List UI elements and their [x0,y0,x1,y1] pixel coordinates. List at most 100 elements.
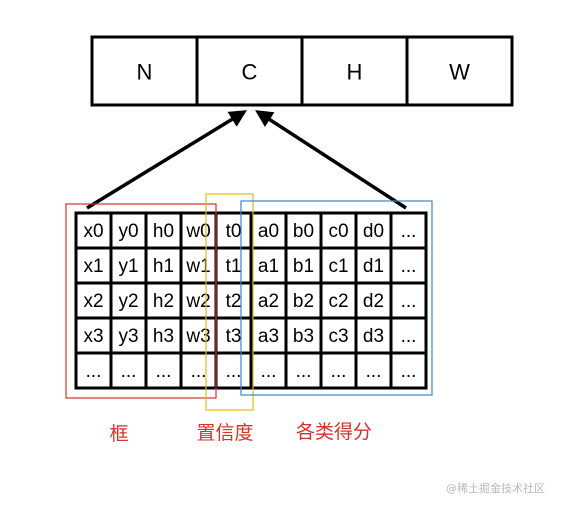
grid-cell-r2-c1: y2 [109,281,148,320]
grid-cell-r0-c8: d0 [354,211,393,250]
grid-cell-label: c1 [328,256,348,277]
grid-cell-label: ... [226,361,242,382]
grid-cell-r4-c1: ... [109,351,148,390]
grid-cell-r4-c6: ... [284,351,323,390]
dim-h-label: H [347,60,363,85]
grid-cell-label: t1 [226,256,242,277]
grid-cell-r2-c8: d2 [354,281,393,320]
grid-cell-label: h3 [153,326,174,347]
grid-cell-r0-c0: x0 [74,211,113,250]
grid-cell-label: ... [191,361,207,382]
grid-cell-r2-c0: x2 [74,281,113,320]
grid-cell-label: a3 [258,326,279,347]
grid-cell-label: b0 [293,221,314,242]
dim-n-label: N [137,60,153,85]
box-group-frame [65,203,217,399]
grid-cell-r4-c7: ... [319,351,358,390]
grid-cell-r1-c8: d1 [354,246,393,285]
grid-cell-r0-c4: t0 [214,211,253,250]
caption-box: 框 [109,423,128,445]
grid-cell-label: d1 [363,256,384,277]
grid-cell-r4-c4: ... [214,351,253,390]
grid-cell-r1-c7: c1 [319,246,358,285]
grid-cell-r3-c8: d3 [354,316,393,355]
grid-cell-r4-c3: ... [179,351,218,390]
grid-cell-r0-c5: a0 [249,211,288,250]
dim-c: C [195,35,304,107]
grid-cell-r4-c2: ... [144,351,183,390]
grid-cell-r4-c9: ... [389,351,428,390]
grid-cell-label: t3 [226,326,242,347]
grid-cell-label: ... [401,221,417,242]
grid-cell-label: x2 [83,291,103,312]
grid-cell-r1-c9: ... [389,246,428,285]
grid-cell-r3-c0: x3 [74,316,113,355]
grid-cell-label: h1 [153,256,174,277]
grid-cell-label: ... [401,256,417,277]
nchw-row: N C H W [90,35,514,107]
grid-cell-label: d3 [363,326,384,347]
grid-cell-r3-c3: w3 [179,316,218,355]
grid-cell-r2-c5: a2 [249,281,288,320]
caption-class-scores: 各类得分 [296,421,372,443]
grid-cell-label: ... [121,361,137,382]
grid-cell-r2-c7: c2 [319,281,358,320]
dim-h: H [300,35,409,107]
grid-cell-label: t2 [226,291,242,312]
grid-cell-label: h2 [153,291,174,312]
grid-cell-label: c0 [328,221,348,242]
grid-cell-r4-c8: ... [354,351,393,390]
grid-cell-label: ... [331,361,347,382]
grid-cell-label: ... [366,361,382,382]
grid-cell-r0-c1: y0 [109,211,148,250]
grid-cell-label: y3 [118,326,138,347]
grid-cell-r4-c0: ... [74,351,113,390]
grid-cell-r3-c7: c3 [319,316,358,355]
dim-n: N [90,35,199,107]
watermark: @稀土掘金技术社区 [446,481,545,495]
grid-cell-label: ... [156,361,172,382]
grid-cell-r3-c4: t3 [214,316,253,355]
grid-cell-r3-c5: a3 [249,316,288,355]
grid-cell-label: a0 [258,221,279,242]
grid-cell-label: ... [86,361,102,382]
grid-cell-label: b3 [293,326,314,347]
grid-cell-label: a1 [258,256,279,277]
grid-cell-r0-c9: ... [389,211,428,250]
grid-cell-r0-c7: c0 [319,211,358,250]
grid-cell-r3-c2: h3 [144,316,183,355]
grid-cell-label: w2 [185,291,210,312]
confidence-group-frame [205,193,254,411]
grid-cell-label: d2 [363,291,384,312]
grid-cell-r3-c1: y3 [109,316,148,355]
grid-cell-r1-c6: b1 [284,246,323,285]
grid-cell-r2-c3: w2 [179,281,218,320]
grid-cell-r1-c2: h1 [144,246,183,285]
grid-cell-label: a2 [258,291,279,312]
grid-cell-r2-c4: t2 [214,281,253,320]
dim-w-label: W [449,60,470,85]
grid-cell-label: b1 [293,256,314,277]
grid-cell-r2-c6: b2 [284,281,323,320]
grid-cell-label: w0 [185,221,210,242]
grid-cell-label: b2 [293,291,314,312]
class-scores-group-frame [240,200,433,396]
grid-cell-r3-c9: ... [389,316,428,355]
arrow-left [86,110,247,210]
grid-cell-r1-c0: x1 [74,246,113,285]
grid-cell-label: ... [296,361,312,382]
grid-cell-label: y0 [118,221,138,242]
grid-cell-label: ... [261,361,277,382]
grid-cell-label: x0 [83,221,103,242]
grid-cell-r0-c2: h0 [144,211,183,250]
grid-cell-label: w1 [185,256,210,277]
grid-cell-label: c2 [328,291,348,312]
grid-cell-label: c3 [328,326,348,347]
dim-c-label: C [242,60,258,85]
grid-cell-r4-c5: ... [249,351,288,390]
grid-cell-r1-c1: y1 [109,246,148,285]
grid-cell-r1-c3: w1 [179,246,218,285]
grid-cell-r1-c4: t1 [214,246,253,285]
grid-cell-label: x3 [83,326,103,347]
